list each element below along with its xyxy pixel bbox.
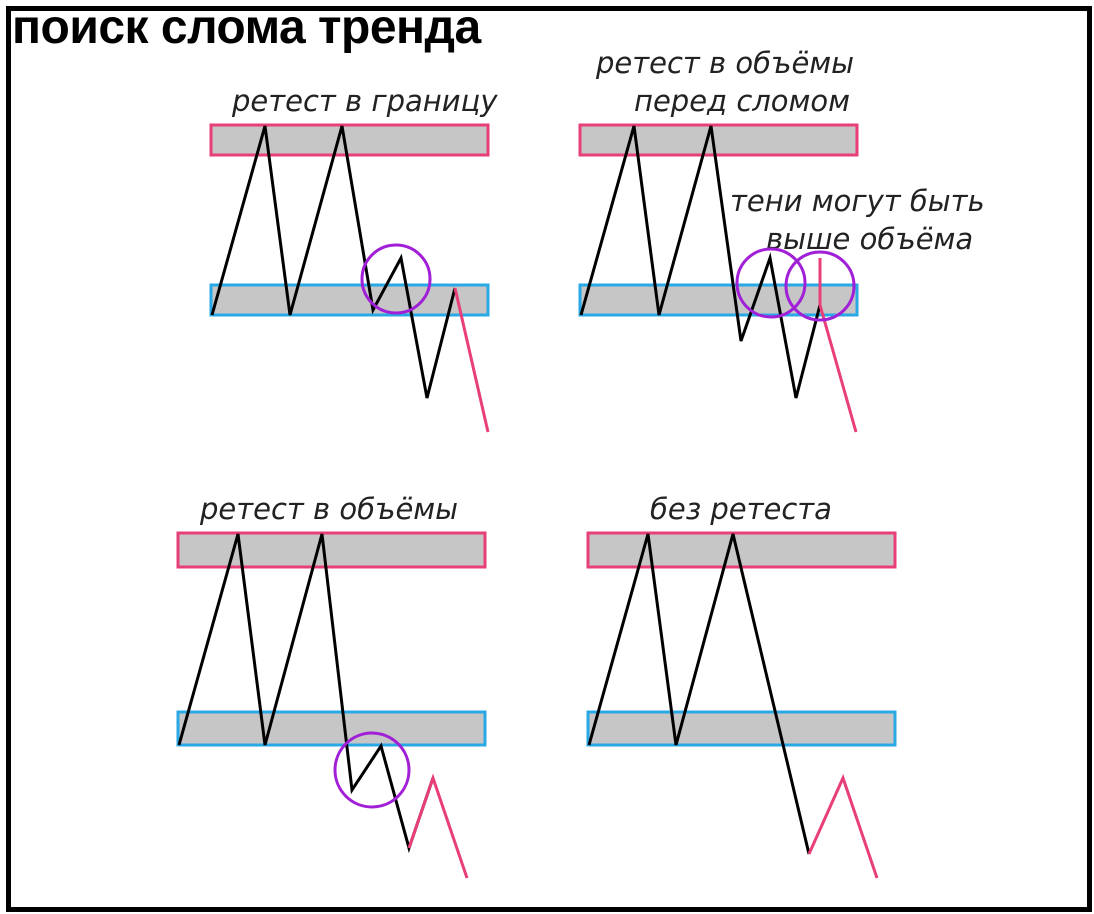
breakout-path	[453, 287, 490, 433]
panel-top-right	[578, 123, 859, 433]
note-top-right-line2: выше объёма	[766, 222, 974, 256]
caption-top-right-line2: перед сломом	[634, 84, 851, 118]
resistance-zone	[586, 531, 897, 569]
page-title: поиск слома тренда	[12, 1, 481, 54]
resistance-zone	[578, 123, 859, 157]
retest-circle	[360, 243, 432, 315]
breakout-path	[818, 304, 858, 433]
panel-top-left	[209, 123, 490, 433]
resistance-zone	[176, 531, 487, 569]
breakout-path	[407, 773, 469, 879]
panel-bottom-left	[176, 531, 487, 879]
resistance-zone	[209, 123, 490, 157]
caption-bottom-left: ретест в объёмы	[200, 492, 459, 526]
support-zone	[209, 283, 490, 317]
caption-top-right-line1: ретест в объёмы	[596, 46, 855, 80]
breakout-path	[807, 773, 879, 879]
diagram-frame	[6, 6, 1092, 912]
support-zone	[176, 710, 487, 747]
retest-circle-2	[784, 250, 856, 322]
retest-circle	[333, 731, 411, 809]
price-path	[579, 125, 822, 399]
note-top-right-line1: тени могут быть	[730, 184, 985, 218]
price-path	[587, 533, 811, 855]
price-path	[177, 533, 435, 854]
support-zone	[578, 283, 859, 317]
retest-circle-1	[735, 247, 807, 319]
price-path	[210, 125, 457, 399]
panel-bottom-right	[586, 531, 897, 879]
support-zone	[586, 710, 897, 747]
caption-top-left: ретест в границу	[232, 84, 498, 118]
caption-bottom-right: без ретеста	[650, 492, 832, 526]
